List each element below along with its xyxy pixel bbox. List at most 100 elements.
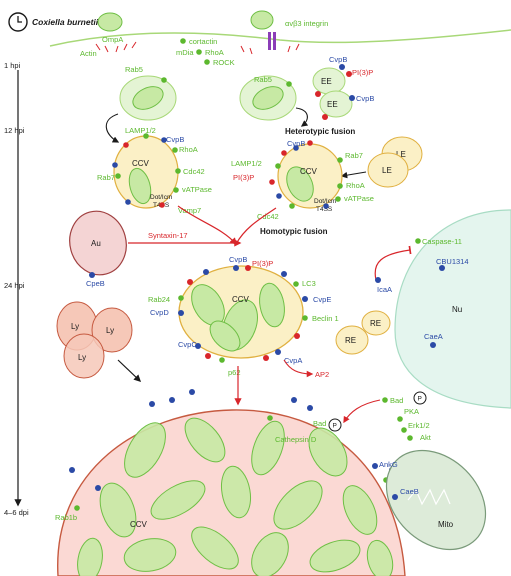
label-mdia: mDia bbox=[176, 48, 194, 57]
label-akt: Akt bbox=[420, 433, 432, 442]
label-icaa: IcaA bbox=[377, 285, 392, 294]
label-cathepsin-d: Cathepsin D bbox=[275, 435, 317, 444]
label-pi3p-12: PI(3)P bbox=[233, 173, 254, 182]
label-cdc42-12-right: Cdc42 bbox=[257, 212, 279, 221]
label-caspase-11: Caspase-11 bbox=[422, 237, 462, 246]
label-dot-right: Dot/Icm bbox=[314, 198, 336, 205]
label-au: Au bbox=[91, 239, 101, 248]
label-cvpe: CvpE bbox=[313, 295, 331, 304]
label-ly-1: Ly bbox=[71, 322, 79, 331]
ee-lower bbox=[319, 90, 353, 118]
clock-icon bbox=[8, 12, 28, 32]
label-cvpd: CvpD bbox=[150, 308, 169, 317]
label-mito: Mito bbox=[438, 520, 454, 529]
label-rhoa-12-left: RhoA bbox=[179, 145, 198, 154]
diagram-title: Coxiella burnetii bbox=[32, 17, 99, 27]
label-homotypic-fusion: Homotypic fusion bbox=[260, 227, 328, 236]
label-nu: Nu bbox=[452, 305, 462, 314]
label-rab1b: Rab1b bbox=[55, 513, 77, 522]
time-24hpi: 24 hpi bbox=[4, 281, 25, 290]
label-re-1: RE bbox=[345, 336, 356, 345]
label-rab5-left: Rab5 bbox=[125, 65, 143, 74]
label-heterotypic-fusion: Heterotypic fusion bbox=[285, 127, 355, 136]
label-cvpb-24: CvpB bbox=[229, 255, 247, 264]
label-ly-2: Ly bbox=[106, 326, 114, 335]
label-bad-top: Bad bbox=[390, 396, 403, 405]
label-rhoa-top: RhoA bbox=[205, 48, 224, 57]
label-dot-left: Dot/Icm bbox=[150, 194, 172, 201]
label-integrin: αvβ3 integrin bbox=[285, 19, 328, 28]
label-re-2: RE bbox=[370, 319, 381, 328]
label-pi3p-24: PI(3)P bbox=[252, 259, 273, 268]
dot-cortactin bbox=[180, 38, 186, 44]
nucleus bbox=[394, 209, 511, 409]
label-cpeb: CpeB bbox=[86, 279, 105, 288]
inhibit-caspase bbox=[374, 245, 412, 281]
label-cortactin: cortactin bbox=[189, 37, 217, 46]
autophagosome bbox=[69, 210, 127, 276]
label-actin: Actin bbox=[80, 49, 97, 58]
label-rab5-right: Rab5 bbox=[254, 75, 272, 84]
lysosome-2 bbox=[91, 307, 133, 353]
arrow-ee-to-ccv-right bbox=[295, 107, 309, 127]
label-lc3: LC3 bbox=[302, 279, 316, 288]
label-pi3p-ee: PI(3)P bbox=[352, 68, 373, 77]
integrin-receptor bbox=[268, 32, 271, 50]
label-vatpase-12-right: vATPase bbox=[344, 194, 374, 203]
lysosome-3 bbox=[63, 333, 105, 379]
time-4-6dpi: 4–6 dpi bbox=[4, 508, 29, 517]
label-pka: PKA bbox=[404, 407, 419, 416]
arrow-cvpa-ap2 bbox=[283, 359, 314, 378]
mitochondrion bbox=[385, 449, 487, 551]
label-vamp7: Vamp7 bbox=[178, 206, 201, 215]
label-erk: Erk1/2 bbox=[408, 421, 430, 430]
label-beclin: Beclin 1 bbox=[312, 314, 339, 323]
le-vesicle-lower bbox=[367, 152, 409, 188]
re-vesicle-1 bbox=[335, 325, 369, 355]
label-ccv-12-right: CCV bbox=[300, 167, 318, 176]
arrow-le-to-ccv bbox=[340, 171, 367, 179]
label-cdc42-12-left: Cdc42 bbox=[183, 167, 205, 176]
label-rock: ROCK bbox=[213, 58, 235, 67]
label-vatpase-12-left: vATPase bbox=[182, 185, 212, 194]
phospho-icon-inner bbox=[328, 418, 342, 432]
label-ccv-late: CCV bbox=[130, 520, 148, 529]
label-cvpc: CvpC bbox=[178, 340, 197, 349]
label-ly-3: Ly bbox=[78, 353, 86, 362]
label-ee-2: EE bbox=[327, 100, 338, 109]
actin-filaments-left bbox=[95, 41, 137, 53]
label-caeb: CaeB bbox=[400, 487, 419, 496]
label-cvpb-ee-right: CvpB bbox=[356, 94, 374, 103]
label-p-top: P bbox=[418, 396, 422, 403]
dot-rock bbox=[204, 59, 210, 65]
entering-bacterium-left bbox=[97, 12, 123, 32]
label-ankg: AnkG bbox=[379, 460, 398, 469]
late-bacteria bbox=[77, 417, 394, 576]
re-vesicle-2 bbox=[361, 310, 391, 336]
label-ccv-12-left: CCV bbox=[132, 159, 150, 168]
phospho-icon-top bbox=[413, 391, 427, 405]
label-cvpb-12-left: CvpB bbox=[166, 135, 184, 144]
label-lamp-left: LAMP1/2 bbox=[125, 126, 156, 135]
label-rhoa-12-right: RhoA bbox=[346, 181, 365, 190]
label-le-2: LE bbox=[382, 166, 392, 175]
label-caea: CaeA bbox=[424, 332, 443, 341]
time-12hpi: 12 hpi bbox=[4, 126, 25, 135]
arrow-left-to-ccv bbox=[105, 113, 120, 143]
label-ee-1: EE bbox=[321, 77, 332, 86]
dot-rhoa-top bbox=[196, 49, 202, 55]
label-rab7-12-right: Rab7 bbox=[345, 151, 363, 160]
label-ompa: OmpA bbox=[102, 35, 123, 44]
actin-filaments-right bbox=[240, 43, 300, 55]
entering-bacterium-right bbox=[250, 10, 274, 30]
label-lamp-right: LAMP1/2 bbox=[231, 159, 262, 168]
label-le-1: LE bbox=[396, 150, 406, 159]
label-rab24: Rab24 bbox=[148, 295, 170, 304]
arrow-bad-to-ccv bbox=[343, 399, 381, 424]
label-cvpb-12-right: CvpB bbox=[287, 139, 305, 148]
label-t4ss-right: T4SS bbox=[316, 206, 333, 213]
label-cbu1314: CBU1314 bbox=[436, 257, 469, 266]
label-p-inner: P bbox=[333, 423, 337, 430]
arrow-ly-to-ccv bbox=[117, 359, 142, 382]
